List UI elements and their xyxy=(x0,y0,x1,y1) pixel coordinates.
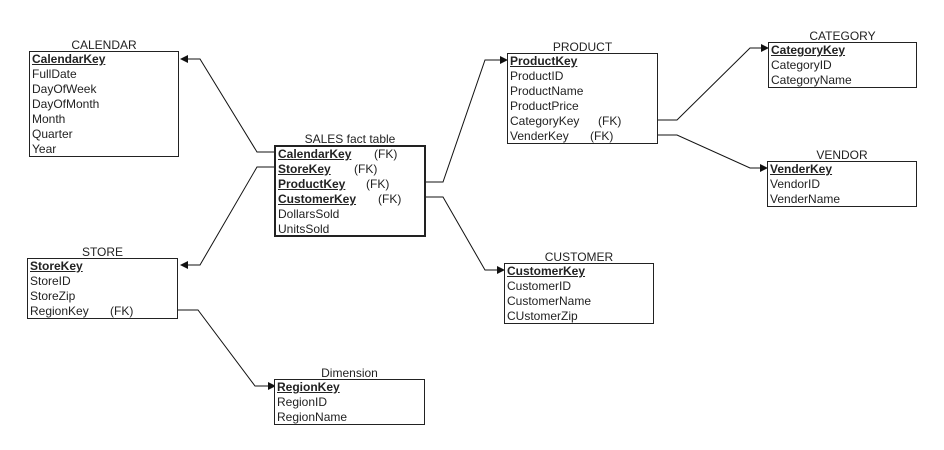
product-field: ProductName xyxy=(510,84,584,98)
customer-title: CUSTOMER xyxy=(544,250,614,264)
sales-title: SALES fact table xyxy=(304,132,396,146)
sales-key: CalendarKey xyxy=(278,147,352,161)
vendor-pk: VenderKey xyxy=(770,162,833,176)
sales-field: DollarsSold xyxy=(278,207,340,221)
customer-entity: CustomerKey CustomerID CustomerName CUst… xyxy=(504,263,654,324)
category-title: CATEGORY xyxy=(809,29,876,43)
calendar-entity: CalendarKey FullDate DayOfWeek DayOfMont… xyxy=(29,51,179,157)
link-store-dimension xyxy=(178,309,276,390)
store-entity: StoreKey StoreID StoreZip RegionKey (FK) xyxy=(27,258,178,319)
customer-pk: CustomerKey xyxy=(507,264,586,278)
product-fk-row: VenderKey (FK) xyxy=(510,129,655,144)
fk-marker: (FK) xyxy=(366,177,390,191)
product-entity: ProductKey ProductID ProductName Product… xyxy=(507,53,658,144)
calendar-title: CALENDAR xyxy=(71,38,137,52)
fk-marker: (FK) xyxy=(590,129,614,143)
store-title: STORE xyxy=(81,245,124,259)
product-field: ProductID xyxy=(510,69,564,83)
customer-field: CUstomerZip xyxy=(507,309,578,323)
sales-key: CustomerKey xyxy=(278,192,357,206)
dimension-pk: RegionKey xyxy=(277,380,340,394)
store-field: StoreZip xyxy=(30,289,76,303)
store-fk-row: RegionKey (FK) xyxy=(30,304,175,319)
product-fk-field: VenderKey xyxy=(510,129,569,143)
category-pk: CategoryKey xyxy=(771,43,846,57)
sales-field: UnitsSold xyxy=(278,222,330,236)
store-pk: StoreKey xyxy=(30,259,83,273)
fk-marker: (FK) xyxy=(110,304,134,318)
store-field: StoreID xyxy=(30,274,71,288)
dimension-title: Dimension xyxy=(321,366,378,380)
link-sales-calendar xyxy=(180,55,275,153)
vendor-field: VenderName xyxy=(770,192,841,206)
dimension-field: RegionID xyxy=(277,395,328,409)
product-pk: ProductKey xyxy=(510,54,578,68)
product-fk-field: CategoryKey xyxy=(510,114,580,128)
vendor-entity: VenderKey VendorID VenderName xyxy=(767,161,917,207)
vendor-field: VendorID xyxy=(770,177,821,191)
sales-key-row: StoreKey (FK) xyxy=(278,162,422,177)
dimension-field: RegionName xyxy=(277,410,348,424)
customer-field: CustomerName xyxy=(507,294,592,308)
calendar-field: DayOfWeek xyxy=(32,82,97,96)
calendar-field: Quarter xyxy=(32,127,73,141)
link-sales-customer xyxy=(425,196,505,274)
fk-marker: (FK) xyxy=(354,162,378,176)
sales-key: ProductKey xyxy=(278,177,346,191)
link-sales-product xyxy=(425,56,508,183)
fk-marker: (FK) xyxy=(378,192,402,206)
sales-entity: CalendarKey(FK) StoreKey(FK) ProductKey(… xyxy=(274,145,426,237)
sales-key-row: ProductKey (FK) xyxy=(278,177,422,192)
calendar-field: Month xyxy=(32,112,66,126)
link-product-category xyxy=(657,44,769,121)
category-field: CategoryName xyxy=(771,73,852,87)
sales-key-row: CalendarKey (FK) xyxy=(278,147,422,162)
store-fk-field: RegionKey xyxy=(30,304,89,318)
link-product-vendor xyxy=(657,134,768,172)
product-title: PRODUCT xyxy=(552,40,613,54)
link-sales-store xyxy=(180,166,275,269)
calendar-field: DayOfMonth xyxy=(32,97,100,111)
calendar-pk: CalendarKey xyxy=(32,52,106,66)
sales-key-row: CustomerKey (FK) xyxy=(278,192,422,207)
category-entity: CategoryKey CategoryID CategoryName xyxy=(768,42,917,88)
product-fk-row: CategoryKey (FK) xyxy=(510,114,655,129)
calendar-field: Year xyxy=(32,142,57,156)
dimension-entity: RegionKey RegionID RegionName xyxy=(274,379,425,425)
vendor-title: VENDOR xyxy=(816,148,868,162)
product-field: ProductPrice xyxy=(510,99,579,113)
category-field: CategoryID xyxy=(771,58,832,72)
sales-key: StoreKey xyxy=(278,162,331,176)
calendar-field: FullDate xyxy=(32,67,77,81)
fk-marker: (FK) xyxy=(598,114,622,128)
fk-marker: (FK) xyxy=(374,147,398,161)
customer-field: CustomerID xyxy=(507,279,572,293)
